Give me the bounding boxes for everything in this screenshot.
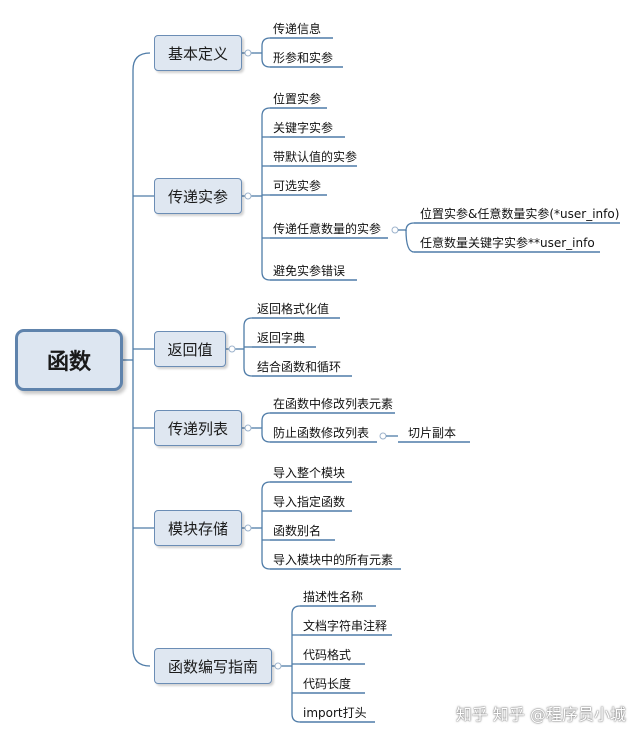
leaf-function-loop[interactable]: 结合函数和循环 xyxy=(257,360,342,374)
collapse-knob[interactable] xyxy=(228,345,236,353)
root-node[interactable]: 函数 xyxy=(15,329,123,391)
branch-node-pass-args[interactable]: 传递实参 xyxy=(154,178,242,214)
leaf-curve xyxy=(243,367,253,377)
collapse-knob[interactable] xyxy=(244,424,252,432)
collapse-knob[interactable] xyxy=(379,432,387,440)
leaf-modify-list[interactable]: 在函数中修改列表元素 xyxy=(273,397,394,411)
watermark: 知乎 知乎 @程序员小城 xyxy=(455,705,626,724)
leaf-code-length[interactable]: 代码长度 xyxy=(303,677,352,691)
leaf-docstring[interactable]: 文档字符串注释 xyxy=(303,619,388,633)
sub-curve-top xyxy=(405,222,415,232)
leaf-params-args[interactable]: 形参和实参 xyxy=(273,51,334,65)
branch-node-return-value[interactable]: 返回值 xyxy=(154,331,226,367)
leaf-arbitrary-keyword[interactable]: 任意数量关键字实参**user_info xyxy=(420,236,595,250)
leaf-curve xyxy=(261,271,271,281)
spine-bottom-curve xyxy=(132,648,151,667)
leaf-import-function[interactable]: 导入指定函数 xyxy=(273,495,346,509)
leaf-optional-args[interactable]: 可选实参 xyxy=(273,179,322,193)
leaf-positional-and-arbitrary[interactable]: 位置实参&任意数量实参(*user_info) xyxy=(420,207,620,221)
sub-curve-bottom xyxy=(405,229,415,253)
leaf-curve xyxy=(243,317,253,327)
branch-label: 模块存储 xyxy=(167,519,228,538)
branch-node-writing-guide[interactable]: 函数编写指南 xyxy=(154,648,272,684)
collapse-knob[interactable] xyxy=(274,662,282,670)
root-node-label: 函数 xyxy=(46,350,91,375)
leaf-descriptive-names[interactable]: 描述性名称 xyxy=(303,590,364,604)
leaf-curve xyxy=(291,605,301,615)
leaf-avoid-errors[interactable]: 避免实参错误 xyxy=(273,264,346,278)
collapse-knob[interactable] xyxy=(244,192,252,200)
collapse-knob[interactable] xyxy=(244,49,252,57)
branch-node-basic-definition[interactable]: 基本定义 xyxy=(154,35,242,71)
leaf-curve xyxy=(261,37,271,47)
leaf-curve xyxy=(291,713,301,723)
leaf-curve xyxy=(261,58,271,68)
spine-top-curve xyxy=(132,52,151,71)
branch-label: 传递列表 xyxy=(167,419,228,438)
leaf-pass-info[interactable]: 传递信息 xyxy=(273,22,322,36)
branch-label: 基本定义 xyxy=(167,44,228,63)
leaf-prevent-modify[interactable]: 防止函数修改列表 xyxy=(273,426,370,440)
leaf-arbitrary-args[interactable]: 传递任意数量的实参 xyxy=(273,222,382,236)
leaf-curve xyxy=(261,412,271,422)
collapse-knob[interactable] xyxy=(244,524,252,532)
leaf-import-first[interactable]: import打头 xyxy=(303,706,367,720)
leaf-keyword-args[interactable]: 关键字实参 xyxy=(273,121,334,135)
leaf-curve xyxy=(261,107,271,117)
branch-label: 函数编写指南 xyxy=(167,657,258,676)
leaf-curve xyxy=(261,560,271,570)
leaf-function-alias[interactable]: 函数别名 xyxy=(273,524,322,538)
branch-node-module-storage[interactable]: 模块存储 xyxy=(154,510,242,546)
leaf-curve xyxy=(261,433,271,443)
leaf-default-args[interactable]: 带默认值的实参 xyxy=(273,150,358,164)
leaf-slice-copy[interactable]: 切片副本 xyxy=(408,426,457,440)
branch-label: 传递实参 xyxy=(167,187,228,206)
leaf-return-dict[interactable]: 返回字典 xyxy=(257,331,306,345)
branch-node-pass-list[interactable]: 传递列表 xyxy=(154,410,242,446)
leaf-return-formatted[interactable]: 返回格式化值 xyxy=(257,302,330,316)
leaf-import-module[interactable]: 导入整个模块 xyxy=(273,466,346,480)
collapse-knob[interactable] xyxy=(391,226,399,234)
leaf-curve xyxy=(261,481,271,491)
leaf-code-format[interactable]: 代码格式 xyxy=(303,648,352,662)
leaf-positional-args[interactable]: 位置实参 xyxy=(273,92,322,106)
branch-label: 返回值 xyxy=(167,340,213,359)
leaf-import-all[interactable]: 导入模块中的所有元素 xyxy=(273,553,394,567)
